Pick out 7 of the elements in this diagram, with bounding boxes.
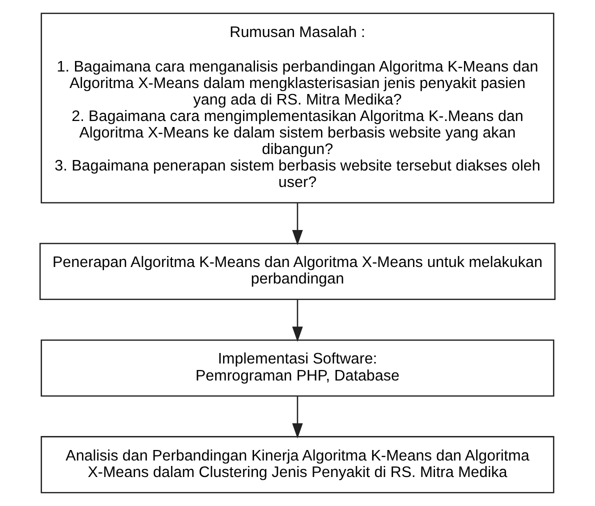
node-box: Implementasi Software: Pemrograman PHP, Database bbox=[40, 339, 554, 397]
arrow bbox=[292, 299, 303, 342]
node-box: Analisis dan Perbandingan Kinerja Algoritma K-Means dan Algoritma X-Means dalam Clustering Jenis Penyakit di RS. Mitra Medika bbox=[40, 436, 554, 494]
arrow bbox=[292, 202, 303, 246]
arrow bbox=[292, 396, 303, 439]
node-box: Rumusan Masalah : 1. Bagaimana cara menganalisis perbandingan Algoritma K-Means dan Algoritma X-Means dalam mengklasterisasian jenis penyakit pasien yang ada di RS. Mitra Medika? 2. Bagaimana cara mengimplementasikan Algoritma K-.Means dan Algoritma X-Means ke dalam sistem berbasis website yang akan dibangun? 3. Bagaimana penerapan sistem berbasis website tersebut diakses oleh user? bbox=[40, 12, 554, 204]
node-box: Penerapan Algoritma K-Means dan Algoritma X-Means untuk melakukan perbandingan bbox=[39, 242, 556, 300]
